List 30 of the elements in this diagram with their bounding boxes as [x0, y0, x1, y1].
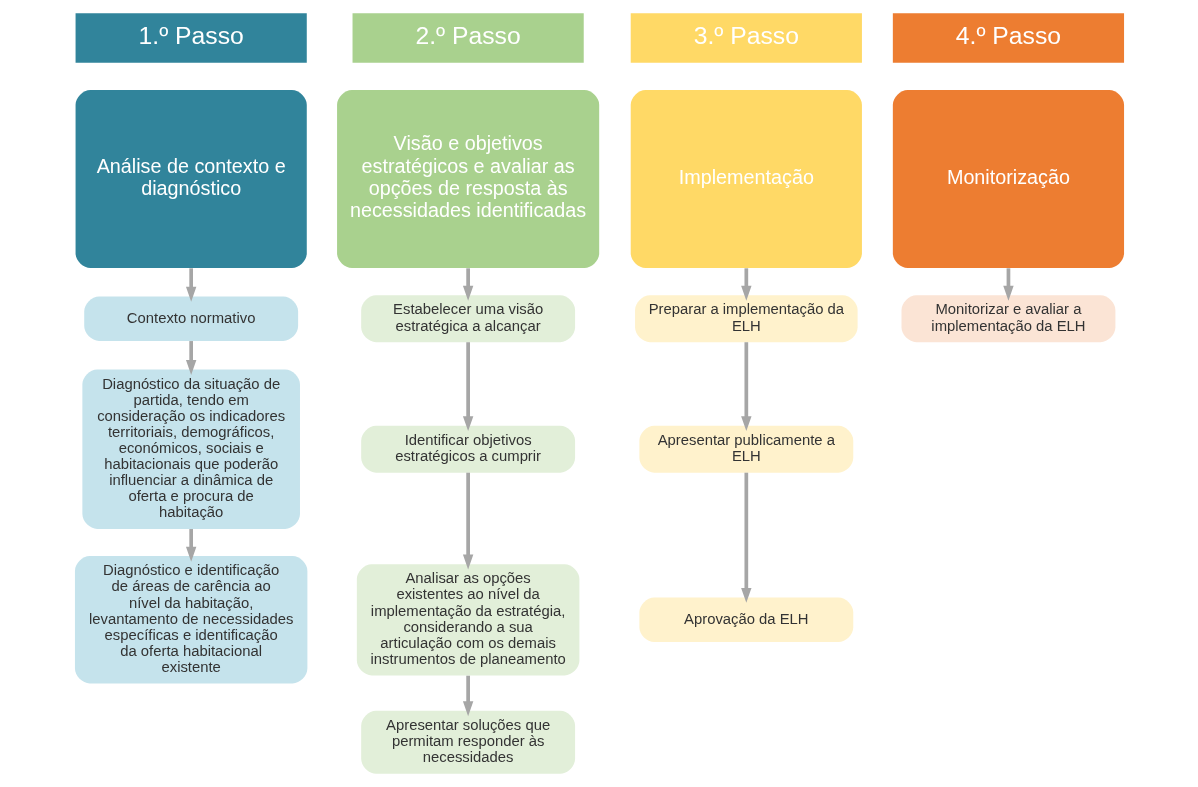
- arrow: [740, 472, 752, 603]
- node-box: Apresentar publicamente a ELH: [638, 425, 853, 473]
- node-box: Apresentar soluções que permitam responder às necessidades: [360, 710, 575, 774]
- arrow: [462, 472, 473, 570]
- node-box: Preparar a implementação da ELH: [634, 295, 858, 343]
- arrow: [185, 268, 196, 302]
- arrow: [462, 268, 473, 301]
- arrow: [185, 529, 196, 562]
- node-box: Monitorizar e avaliar a implementação da ELH: [901, 295, 1115, 343]
- arrow: [740, 342, 752, 432]
- arrow: [1002, 268, 1014, 301]
- node-box: Diagnóstico da situação de partida, tendo em consideração os indicadores territoriais, demográficos, económicos, sociais e habitacionais que poderão influenciar a dinâmica de oferta e procura de habitação: [81, 369, 300, 529]
- node-box: Identificar objetivos estratégicos a cumprir: [360, 425, 575, 473]
- arrow: [740, 268, 752, 301]
- node-box: Visão e objetivos estratégicos e avaliar as opções de resposta às necessidades identificadas: [336, 89, 599, 268]
- node-box: Aprovação da ELH: [638, 597, 853, 642]
- node-box: Diagnóstico e identificação de áreas de carência ao nível da habitação, levantamento de necessidades específicas e identificação da oferta habitacional existente: [74, 556, 307, 684]
- node-box: Monitorização: [892, 89, 1124, 268]
- arrow: [462, 675, 473, 717]
- node-box: Analisar as opções existentes ao nível da implementação da estratégia, considerando a sua articulação com os demais instrumentos de planeamento: [356, 564, 579, 676]
- node-box: Análise de contexto e diagnóstico: [75, 89, 307, 268]
- node-box: Implementação: [630, 89, 862, 268]
- arrow: [462, 342, 473, 432]
- node-box: 1.º Passo: [75, 13, 307, 63]
- node-box: 3.º Passo: [630, 13, 862, 63]
- node-box: Estabelecer uma visão estratégica a alcançar: [360, 295, 575, 343]
- node-box: 4.º Passo: [892, 13, 1124, 63]
- node-box: 2.º Passo: [352, 13, 584, 63]
- arrow: [185, 341, 196, 375]
- node-box: Contexto normativo: [83, 296, 298, 341]
